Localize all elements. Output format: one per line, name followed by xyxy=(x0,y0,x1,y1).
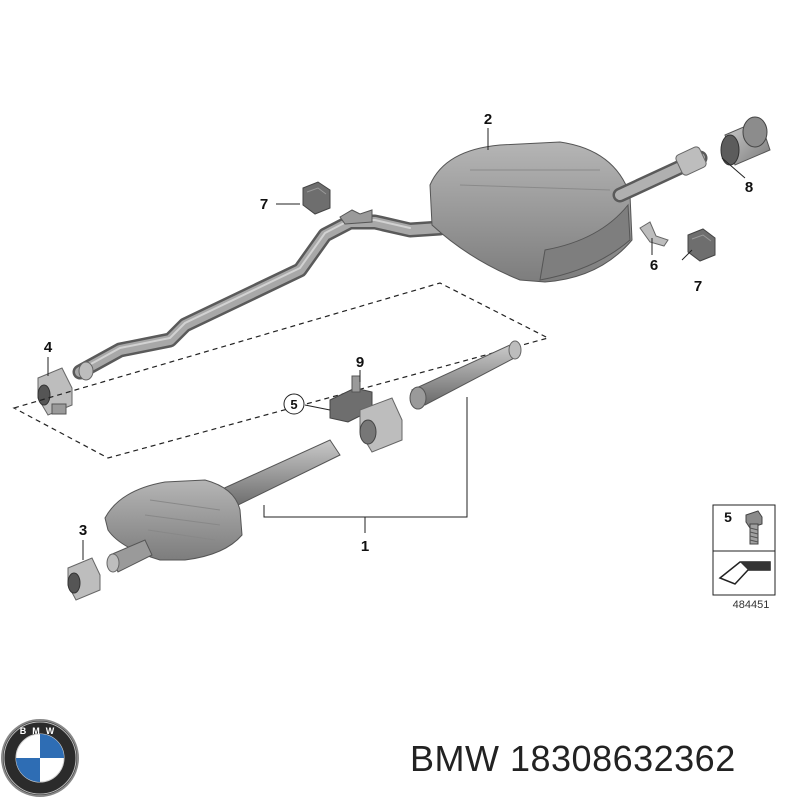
callout-6: 6 xyxy=(650,257,658,274)
bmw-logo: BMW xyxy=(1,719,79,797)
intermediate-pipe xyxy=(72,209,448,381)
front-silencer xyxy=(104,439,341,573)
coupling-sleeve xyxy=(359,397,403,453)
hanger-bracket xyxy=(639,221,669,247)
callout-2: 2 xyxy=(484,111,492,128)
legend-bolt-number: 5 xyxy=(724,509,732,525)
assembly-bracket-line xyxy=(263,397,468,533)
pipe-clamp-rear xyxy=(37,367,73,416)
leader-lines xyxy=(47,128,746,560)
legend-box: 5 484451 xyxy=(712,504,776,611)
callout-7-left: 7 xyxy=(260,196,268,213)
flex-pipe xyxy=(409,340,522,410)
callout-1: 1 xyxy=(361,538,369,555)
callout-9: 9 xyxy=(356,354,364,371)
assembly-outline xyxy=(12,282,550,459)
rubber-mount-right xyxy=(687,228,716,262)
tailpipe-tip xyxy=(720,116,771,166)
callout-5: 5 xyxy=(290,397,297,412)
callout-7-right: 7 xyxy=(694,278,702,295)
rubber-mount-left xyxy=(302,181,331,215)
diagram-number: 484451 xyxy=(733,599,770,611)
callout-4: 4 xyxy=(44,339,53,356)
part-caption: BMW 18308632362 xyxy=(410,738,736,779)
pipe-clamp-front xyxy=(67,557,101,601)
callout-8: 8 xyxy=(745,179,753,196)
callout-5-circle xyxy=(283,393,305,415)
arrow-icon xyxy=(718,561,771,585)
bolt-icon xyxy=(745,510,763,545)
bmw-logo-letters: BMW xyxy=(20,726,61,736)
rear-muffler xyxy=(429,141,708,283)
callout-3: 3 xyxy=(79,522,87,539)
